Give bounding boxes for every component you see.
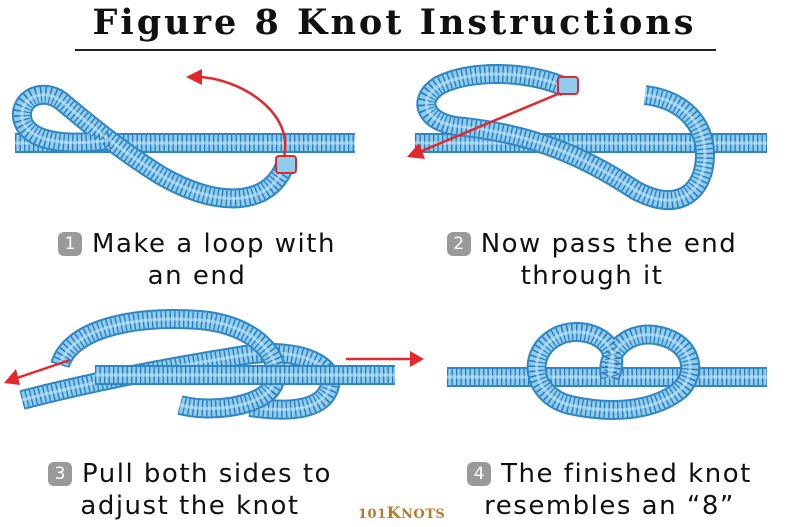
step-2-illustration xyxy=(407,64,767,210)
step-4-line-2: resembles an “8” xyxy=(484,491,735,521)
step-3-caption: 3 Pull both sides to adjust the knot xyxy=(0,458,380,522)
rope-highlight xyxy=(20,93,287,200)
step-4-badge: 4 xyxy=(467,462,492,486)
arrowhead xyxy=(4,369,20,385)
panel-step-3 xyxy=(0,295,424,460)
step-4-line-1: The finished knot xyxy=(501,459,752,489)
arrowhead xyxy=(186,69,202,85)
arrow-line xyxy=(195,75,287,164)
brand-logo: 101KNOTS xyxy=(358,503,445,523)
rope-highlight xyxy=(58,317,278,411)
step-4-caption: 4 The finished knot resembles an “8” xyxy=(430,458,789,522)
step-4-illustration xyxy=(447,322,767,420)
step-2-caption: 2 Now pass the end through it xyxy=(395,228,789,292)
step-1-caption: 1 Make a loop with an end xyxy=(0,228,394,292)
rope-end-cap xyxy=(275,155,297,174)
rope-highlight xyxy=(424,72,707,202)
step-3-line-1: Pull both sides to xyxy=(82,459,332,489)
page-title: Figure 8 Knot Instructions xyxy=(92,2,697,43)
panel-step-2 xyxy=(395,55,789,225)
step-3-line-2: adjust the knot xyxy=(80,491,300,521)
rope-end-cap xyxy=(557,76,579,95)
logo-rest: NOTS xyxy=(401,507,446,522)
rope-highlight xyxy=(535,330,692,412)
rope xyxy=(19,309,395,420)
step-1-illustration xyxy=(11,69,355,209)
arrow-line xyxy=(13,358,71,381)
step-2-line-2: through it xyxy=(520,261,664,291)
step-1-line-1: Make a loop with xyxy=(92,229,336,259)
arrow-pull-left xyxy=(4,358,71,385)
rope xyxy=(415,64,767,210)
step-2-badge: 2 xyxy=(446,232,471,256)
step-2-line-1: Now pass the end xyxy=(480,229,738,259)
step-3-badge: 3 xyxy=(48,462,73,486)
arrow-rotate xyxy=(186,69,287,164)
logo-number: 101 xyxy=(358,507,387,522)
panel-step-1 xyxy=(0,55,394,225)
arrowhead xyxy=(407,143,425,159)
arrow-pull-right xyxy=(346,351,424,367)
arrow-through xyxy=(407,89,566,159)
rope xyxy=(447,322,767,420)
panel-step-4 xyxy=(395,295,789,460)
step-3-illustration xyxy=(4,309,424,420)
title-underline xyxy=(75,49,716,51)
step-1-line-2: an end xyxy=(147,261,247,291)
arrow-line xyxy=(416,89,566,155)
arrowhead xyxy=(410,351,424,367)
rope xyxy=(11,84,355,209)
logo-k: K xyxy=(386,503,402,522)
step-1-badge: 1 xyxy=(58,232,83,256)
